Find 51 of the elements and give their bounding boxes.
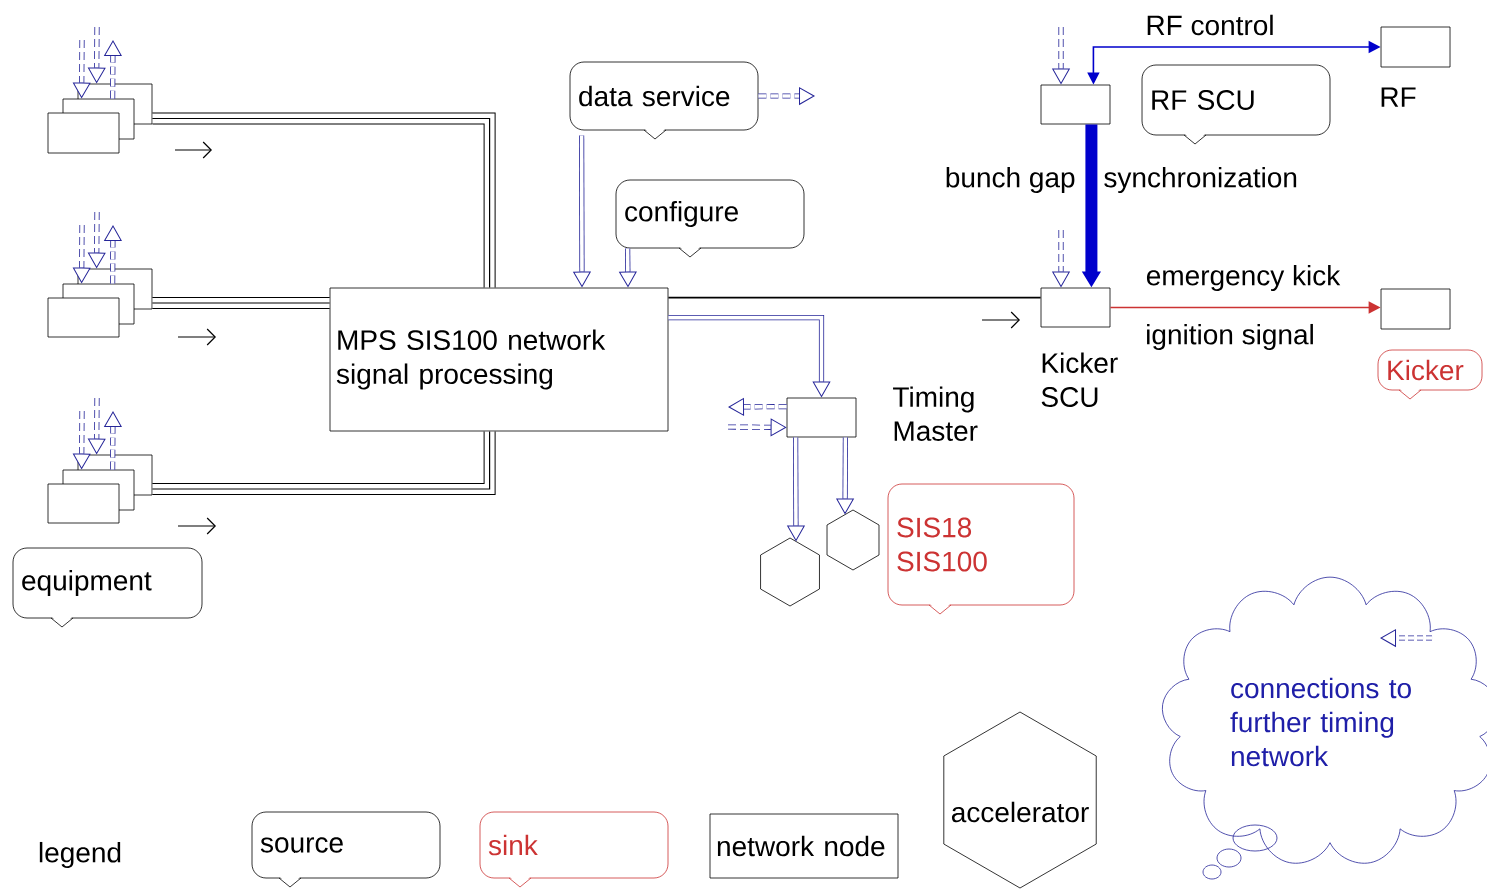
arrow bbox=[104, 411, 122, 470]
arrow bbox=[758, 87, 815, 105]
arrow bbox=[104, 225, 122, 284]
edge-label: emergency kick bbox=[1143, 262, 1343, 294]
arrow bbox=[104, 40, 122, 99]
source-bubble: configure bbox=[615, 179, 805, 258]
edge-label: bunch gap bbox=[942, 164, 1078, 196]
node-caption: Timing Master bbox=[893, 386, 978, 441]
hexagon: accelerator bbox=[943, 711, 1097, 889]
arrow bbox=[72, 225, 91, 284]
arrow bbox=[87, 27, 106, 84]
arrow bbox=[836, 437, 854, 515]
sink-bubble: Kicker bbox=[1377, 349, 1483, 400]
source-bubble: RF SCU bbox=[1141, 64, 1331, 145]
node-caption: RF bbox=[1381, 87, 1416, 107]
sink-bubble: SIS18 SIS100 bbox=[887, 483, 1075, 615]
arrow bbox=[87, 398, 106, 455]
node-caption: Kicker SCU bbox=[1041, 352, 1118, 407]
text-label: legend bbox=[39, 841, 121, 869]
connector-line bbox=[151, 297, 331, 309]
thought-cloud: connections to further timing network bbox=[1161, 576, 1487, 880]
network-node-box bbox=[1040, 84, 1111, 125]
connector-line bbox=[667, 296, 1042, 299]
text-label: synchronization bbox=[1104, 166, 1297, 194]
arrow bbox=[1052, 230, 1070, 288]
arrow bbox=[87, 212, 106, 269]
arrow bbox=[1052, 27, 1070, 85]
source-bubble: equipment bbox=[12, 547, 203, 628]
edge-label: RF control bbox=[1143, 12, 1277, 38]
connector-line bbox=[151, 112, 496, 289]
stacked-boxes-drawing bbox=[47, 83, 153, 154]
hexagon bbox=[760, 537, 820, 607]
source-bubble: data service bbox=[569, 61, 759, 140]
text-label: ignition signal bbox=[1147, 323, 1313, 351]
arrow bbox=[728, 398, 787, 416]
sink-bubble: sink bbox=[479, 811, 669, 888]
arrow bbox=[728, 418, 787, 437]
stacked-boxes-drawing bbox=[47, 268, 153, 338]
network-node-box bbox=[1380, 288, 1451, 330]
arrow bbox=[72, 411, 91, 470]
connector-line bbox=[151, 430, 496, 495]
arrow bbox=[668, 315, 831, 398]
arrow bbox=[72, 40, 91, 99]
network-node-box: MPS SIS100 network signal processing bbox=[329, 287, 669, 432]
arrow bbox=[573, 135, 591, 288]
network-node-box: network node bbox=[709, 813, 899, 879]
hexagon bbox=[826, 509, 880, 571]
arrow bbox=[787, 437, 805, 541]
source-bubble: source bbox=[251, 811, 441, 888]
arrow bbox=[619, 248, 637, 288]
stacked-boxes-drawing bbox=[47, 454, 153, 524]
